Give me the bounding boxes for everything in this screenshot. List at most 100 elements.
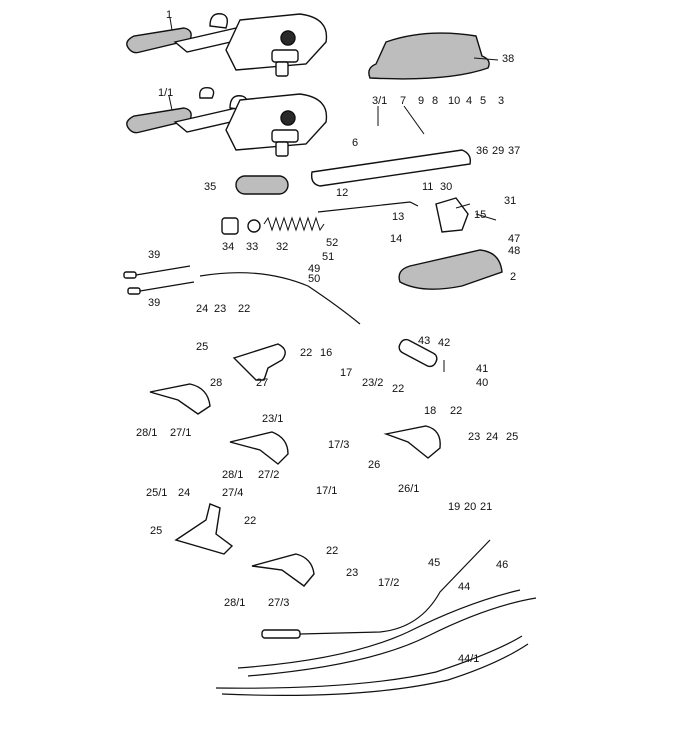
- label-22f: 22: [326, 545, 338, 557]
- label-43: 43: [418, 335, 430, 347]
- label-25-1: 25/1: [146, 487, 167, 499]
- leader-lines: [168, 17, 499, 372]
- label-17: 17: [340, 367, 352, 379]
- label-28-1b: 28/1: [222, 469, 243, 481]
- label-47: 47: [508, 233, 520, 245]
- label-24c: 24: [178, 487, 190, 499]
- label-28: 28: [210, 377, 222, 389]
- label-46: 46: [496, 559, 508, 571]
- spring: [263, 216, 325, 232]
- label-22a: 22: [238, 303, 250, 315]
- boot: [368, 32, 490, 80]
- label-18: 18: [424, 405, 436, 417]
- equalizer-cable: [199, 272, 361, 325]
- label-11: 11: [422, 181, 433, 193]
- tube: [398, 338, 438, 368]
- label-9: 9: [418, 95, 424, 107]
- label-48: 48: [508, 245, 520, 257]
- label-6: 6: [352, 137, 358, 149]
- cable-45: [299, 539, 491, 635]
- bracket: [435, 197, 469, 233]
- lever-27-3: [251, 553, 315, 587]
- label-22e: 22: [244, 515, 256, 527]
- rod: [317, 201, 419, 213]
- lever-18: [383, 425, 441, 459]
- label-1: 1: [166, 9, 172, 21]
- lever-27: [232, 343, 286, 381]
- label-7: 7: [400, 95, 406, 107]
- label-52: 52: [326, 237, 338, 249]
- cover: [398, 249, 503, 290]
- handbrake-assembly-1: [126, 13, 328, 77]
- cable-45-end: [261, 629, 301, 639]
- label-39a: 39: [148, 249, 160, 261]
- lever-27-4: [174, 503, 234, 555]
- label-39b: 39: [148, 297, 160, 309]
- label-33: 33: [246, 241, 258, 253]
- label-32: 32: [276, 241, 288, 253]
- callout-labels: 1 1/1 38 3/1 7 9 8 10 4 5 3 6 36 29 37 3…: [136, 9, 520, 665]
- label-4: 4: [466, 95, 472, 107]
- label-13: 13: [392, 211, 404, 223]
- label-26-1: 26/1: [398, 483, 419, 495]
- label-26: 26: [368, 459, 380, 471]
- label-34: 34: [222, 241, 234, 253]
- label-30: 30: [440, 181, 452, 193]
- sleeve: [221, 217, 239, 235]
- label-23-1: 23/1: [262, 413, 283, 425]
- label-17-3: 17/3: [328, 439, 349, 451]
- label-1-1: 1/1: [158, 87, 173, 99]
- label-29: 29: [492, 145, 504, 157]
- label-25b: 25: [506, 431, 518, 443]
- label-38: 38: [502, 53, 514, 65]
- label-45: 45: [428, 557, 440, 569]
- label-3-1: 3/1: [372, 95, 387, 107]
- grip: [235, 175, 289, 195]
- label-40: 40: [476, 377, 488, 389]
- label-27-3: 27/3: [268, 597, 289, 609]
- cables-39: [123, 265, 195, 295]
- label-24a: 24: [196, 303, 208, 315]
- label-17-1: 17/1: [316, 485, 337, 497]
- label-20: 20: [464, 501, 476, 513]
- label-3: 3: [498, 95, 504, 107]
- label-31: 31: [504, 195, 516, 207]
- handbrake-assembly-1-1: [126, 87, 328, 157]
- label-19: 19: [448, 501, 460, 513]
- label-22d: 22: [450, 405, 462, 417]
- label-25a: 25: [196, 341, 208, 353]
- label-23-2: 23/2: [362, 377, 383, 389]
- label-44: 44: [458, 581, 470, 593]
- lever: [310, 149, 472, 187]
- label-21: 21: [480, 501, 492, 513]
- cables-44: [215, 589, 537, 696]
- label-36: 36: [476, 145, 488, 157]
- label-23b: 23: [468, 431, 480, 443]
- label-14: 14: [390, 233, 402, 245]
- label-17-2: 17/2: [378, 577, 399, 589]
- label-27-1: 27/1: [170, 427, 191, 439]
- label-41: 41: [476, 363, 488, 375]
- label-22b: 22: [300, 347, 312, 359]
- label-2: 2: [510, 271, 516, 283]
- label-37: 37: [508, 145, 520, 157]
- label-15: 15: [474, 209, 486, 221]
- lever-27-1: [149, 383, 211, 415]
- label-10: 10: [448, 95, 460, 107]
- label-5: 5: [480, 95, 486, 107]
- label-28-1c: 28/1: [224, 597, 245, 609]
- label-50: 50: [308, 273, 320, 285]
- label-49: 49: [308, 263, 320, 275]
- parts-artwork: [123, 13, 537, 696]
- label-23c: 23: [346, 567, 358, 579]
- label-24b: 24: [486, 431, 498, 443]
- label-35: 35: [204, 181, 216, 193]
- label-16: 16: [320, 347, 332, 359]
- label-44-1: 44/1: [458, 653, 479, 665]
- label-12: 12: [336, 187, 348, 199]
- label-27: 27: [256, 377, 268, 389]
- label-28-1a: 28/1: [136, 427, 157, 439]
- label-42: 42: [438, 337, 450, 349]
- label-8: 8: [432, 95, 438, 107]
